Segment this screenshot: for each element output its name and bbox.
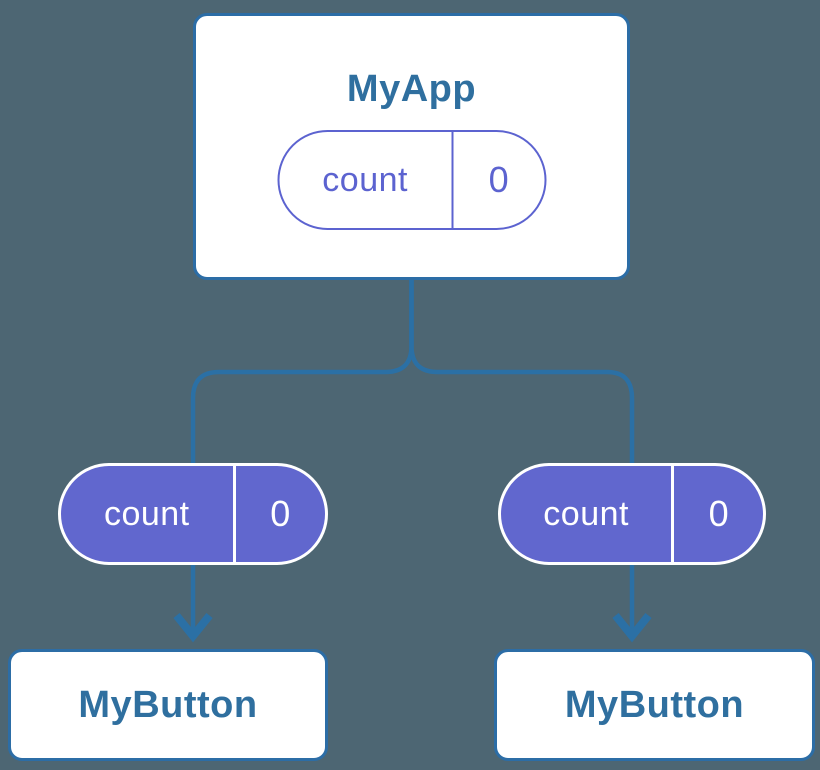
prop-pill-left: count 0 [58,463,328,565]
edge-root-to-right-child [409,276,635,632]
state-pill-value: 0 [451,132,544,228]
node-mybutton-left: MyButton [8,649,328,761]
prop-pill-value: 0 [232,466,325,562]
node-myapp: MyApp count 0 [193,13,630,280]
edge-root-to-left-child [190,276,414,632]
prop-pill-name: count [103,494,190,533]
node-myapp-title: MyApp [346,68,477,110]
arrow-down-icon [173,612,213,643]
state-pill-name: count [322,160,408,199]
prop-pill-value: 0 [671,466,763,562]
arrow-down-icon [612,612,652,643]
prop-pill-right: count 0 [498,463,766,565]
prop-pill-name: count [543,494,629,533]
state-pill-myapp: count 0 [277,130,546,230]
node-mybutton-right: MyButton [494,649,815,761]
